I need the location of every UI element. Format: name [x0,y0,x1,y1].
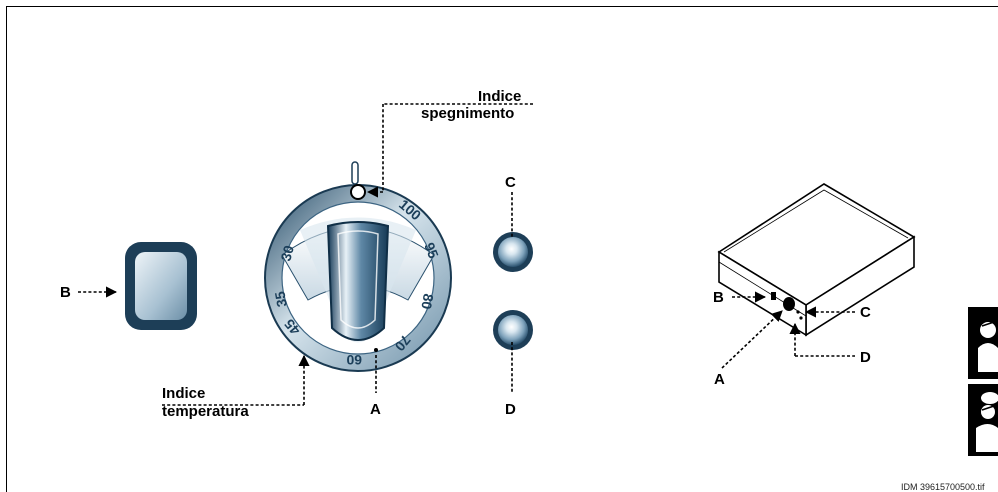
thermostat-knob [264,161,452,372]
label-indice-temperatura: Indice temperatura [162,354,310,420]
scale-80: 80 [418,292,436,310]
label-d-appliance: D [789,322,871,366]
svg-text:B: B [713,289,724,306]
lamp-c [493,232,533,272]
svg-text:Indice: Indice [162,385,205,402]
switch-b [125,242,197,330]
chef-icon [968,384,998,456]
label-c-appliance: C [804,304,871,321]
svg-text:D: D [860,349,871,366]
svg-text:Indice: Indice [478,88,521,105]
lamp-d [493,310,533,350]
svg-text:A: A [714,371,725,388]
scale-60: 60 [346,352,362,368]
svg-text:D: D [505,401,516,418]
label-a-knob: A [370,355,381,418]
svg-text:C: C [505,174,516,191]
diagram-frame [6,6,998,492]
operator-icon [968,307,998,379]
svg-text:spegnimento: spegnimento [421,105,514,122]
label-b-appliance: B [713,289,767,306]
label-indice-spegnimento: Indice spegnimento [366,88,533,198]
label-d-lamp: D [505,342,516,418]
label-b-left: B [60,284,118,301]
svg-text:C: C [860,304,871,321]
appliance-illustration [717,183,916,337]
scale-30: 30 [277,243,297,262]
file-id: IDM 39615700500.tif [901,482,985,492]
svg-text:A: A [370,401,381,418]
scale-35: 35 [271,290,289,308]
scale-95: 95 [421,240,442,261]
label-c-lamp: C [505,174,516,238]
label-a-appliance: A [714,310,783,388]
svg-text:temperatura: temperatura [162,403,249,420]
svg-text:B: B [60,284,71,301]
